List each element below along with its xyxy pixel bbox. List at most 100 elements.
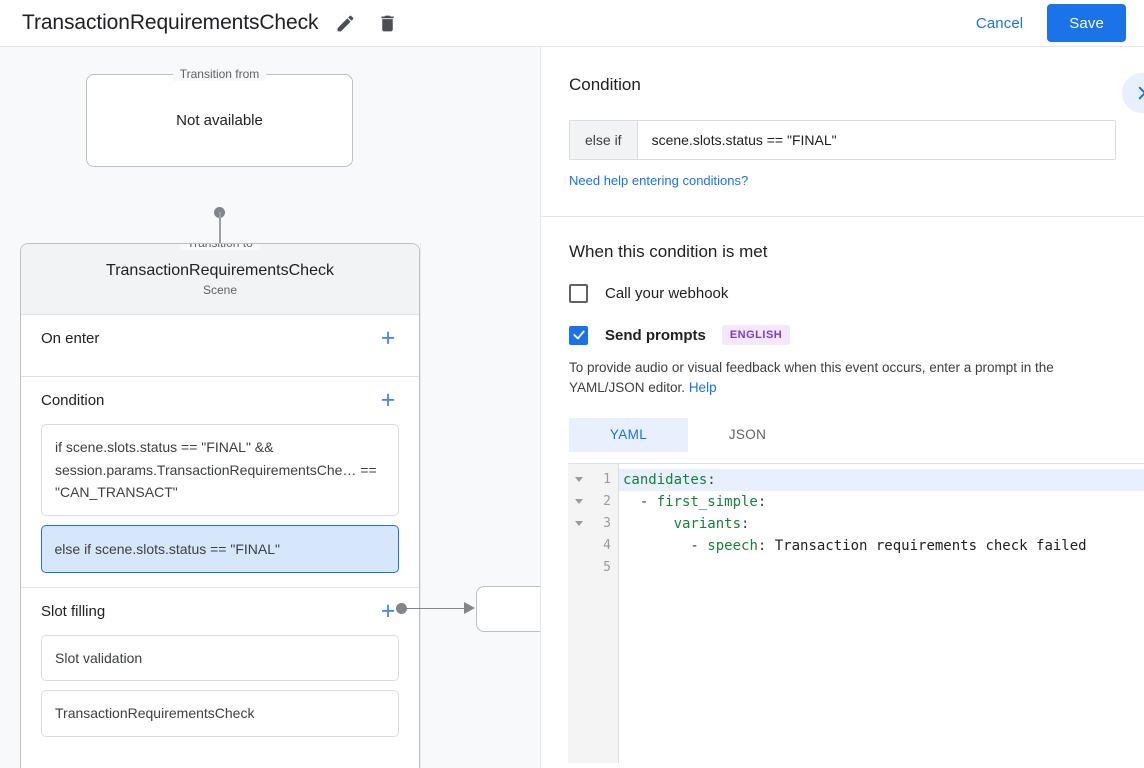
- send-prompts-checkbox[interactable]: [569, 325, 588, 345]
- trash-icon[interactable]: [374, 10, 400, 36]
- code-indent: -: [623, 537, 708, 554]
- editor-gutter-row: 1: [568, 469, 618, 491]
- details-panel: Condition else if Need help entering con…: [540, 47, 1144, 768]
- header-actions: [332, 10, 400, 36]
- flow-canvas[interactable]: Transition from Not available Transition…: [0, 47, 540, 768]
- trash-icon-glyph: [381, 15, 394, 31]
- slot-chip-transaction-requirements-check[interactable]: TransactionRequirementsCheck: [41, 690, 399, 738]
- fold-triangle-icon[interactable]: [568, 499, 590, 504]
- code-punct: :: [741, 515, 750, 532]
- code-punct: :: [707, 471, 716, 488]
- condition-prefix-label: else if: [570, 121, 638, 159]
- transition-to-header: TransactionRequirementsCheck Scene: [21, 244, 419, 315]
- chevron-right-icon: [1138, 86, 1144, 100]
- code-editor[interactable]: 1 2 3 4 5 candidates: - first_simple: varian…: [568, 462, 1144, 763]
- editor-line-number: 1: [603, 472, 611, 487]
- section-slot-filling-head: Slot filling +: [41, 588, 399, 635]
- transition-to-title: TransactionRequirementsCheck: [106, 261, 334, 279]
- section-on-enter-head: On enter +: [41, 315, 399, 362]
- call-webhook-label: Call your webhook: [605, 285, 729, 302]
- editor-code-line[interactable]: - speech: Transaction requirements check…: [619, 535, 1144, 557]
- language-badge: ENGLISH: [721, 325, 791, 345]
- section-condition-head: Condition +: [41, 377, 399, 424]
- transition-from-node[interactable]: Transition from Not available: [86, 67, 353, 167]
- page-title: TransactionRequirementsCheck: [22, 11, 319, 34]
- slot-chip-validation[interactable]: Slot validation: [41, 634, 399, 682]
- canvas-guide-line: [420, 243, 421, 768]
- editor-code-line[interactable]: candidates:: [619, 468, 1144, 491]
- add-slot-filling-button[interactable]: +: [380, 596, 396, 625]
- need-help-conditions-link[interactable]: Need help entering conditions?: [569, 173, 749, 188]
- call-webhook-checkbox[interactable]: [569, 284, 588, 303]
- section-condition: Condition + if scene.slots.status == "FI…: [21, 377, 419, 588]
- prompts-description-text: To provide audio or visual feedback when…: [569, 360, 1054, 396]
- editor-gutter-row: 4: [568, 535, 618, 557]
- section-condition-title: Condition: [41, 392, 105, 409]
- condition-met-section: When this condition is met Call your web…: [541, 217, 1144, 452]
- section-slot-filling: Slot filling + Slot validation Transacti…: [21, 588, 419, 751]
- code-indent: [623, 516, 674, 532]
- pencil-icon[interactable]: [332, 10, 358, 36]
- code-value: Transaction requirements check failed: [774, 537, 1087, 554]
- save-button[interactable]: Save: [1047, 4, 1126, 42]
- fold-triangle-icon[interactable]: [568, 477, 590, 482]
- condition-edge-line: [404, 607, 466, 609]
- tab-json[interactable]: JSON: [728, 427, 767, 442]
- code-indent: -: [623, 493, 657, 510]
- editor-code-line[interactable]: - first_simple:: [619, 491, 1144, 513]
- section-on-enter: On enter +: [21, 315, 419, 377]
- send-prompts-row: Send prompts ENGLISH: [569, 325, 1116, 345]
- add-condition-button[interactable]: +: [380, 386, 396, 414]
- send-prompts-label: Send prompts: [605, 326, 706, 344]
- checkmark-icon: [572, 330, 585, 340]
- editor-gutter-row: 5: [568, 557, 618, 579]
- transition-to-subtitle: Scene: [202, 282, 238, 297]
- editor-line-number: 4: [603, 538, 611, 553]
- condition-expression-row: else if: [569, 120, 1116, 160]
- fold-triangle-glyph: [574, 477, 583, 482]
- webhook-row: Call your webhook: [569, 284, 1116, 303]
- editor-code-area[interactable]: candidates: - first_simple: variants: - …: [619, 464, 1144, 763]
- add-on-enter-button[interactable]: +: [380, 324, 396, 352]
- editor-gutter: 1 2 3 4 5: [568, 463, 619, 763]
- fold-triangle-glyph: [574, 499, 583, 504]
- transition-from-value: Not available: [176, 112, 263, 129]
- code-punct: :: [757, 537, 775, 554]
- editor-line-number: 5: [603, 560, 611, 575]
- app-header: TransactionRequirementsCheck Cancel Save: [0, 0, 1144, 47]
- section-slot-filling-title: Slot filling: [41, 602, 106, 620]
- tab-yaml[interactable]: YAML: [569, 417, 688, 452]
- code-key: candidates: [623, 471, 708, 488]
- code-key: speech: [707, 537, 758, 554]
- condition-chip-if[interactable]: if scene.slots.status == "FINAL" && sess…: [41, 424, 399, 517]
- transition-to-legend: Transition to: [180, 244, 260, 250]
- condition-heading: Condition: [569, 75, 641, 94]
- fold-triangle-glyph: [574, 521, 583, 526]
- editor-line-number: 3: [603, 516, 611, 531]
- condition-met-heading: When this condition is met: [569, 242, 768, 261]
- editor-code-line[interactable]: variants:: [619, 513, 1144, 535]
- code-key: variants: [673, 515, 742, 532]
- fold-triangle-icon[interactable]: [568, 521, 590, 526]
- help-link[interactable]: Help: [688, 380, 717, 396]
- transition-to-node[interactable]: Transition to TransactionRequirementsChe…: [20, 243, 420, 768]
- cancel-button[interactable]: Cancel: [966, 7, 1033, 40]
- flow-canvas-inner: Transition from Not available Transition…: [0, 47, 540, 768]
- target-node-partial[interactable]: [476, 586, 540, 632]
- condition-section: Condition else if Need help entering con…: [541, 47, 1144, 217]
- transition-from-legend: Transition from: [172, 67, 267, 81]
- condition-expression-input[interactable]: [637, 121, 1115, 159]
- editor-code-line[interactable]: [619, 557, 1144, 579]
- pencil-icon-glyph: [337, 15, 354, 31]
- editor-gutter-row: 3: [568, 513, 618, 535]
- editor-gutter-row: 2: [568, 491, 618, 513]
- condition-output-port[interactable]: [396, 603, 407, 614]
- code-punct: :: [757, 493, 767, 510]
- code-key: first_simple: [656, 493, 758, 510]
- condition-chip-else-if[interactable]: else if scene.slots.status == "FINAL": [41, 525, 399, 573]
- connector-line: [219, 212, 221, 254]
- editor-format-tabs: YAML JSON: [569, 417, 1116, 452]
- condition-edge-arrow-icon: [464, 602, 475, 614]
- editor-line-number: 2: [603, 494, 611, 509]
- collapse-panel-button[interactable]: [1122, 73, 1144, 113]
